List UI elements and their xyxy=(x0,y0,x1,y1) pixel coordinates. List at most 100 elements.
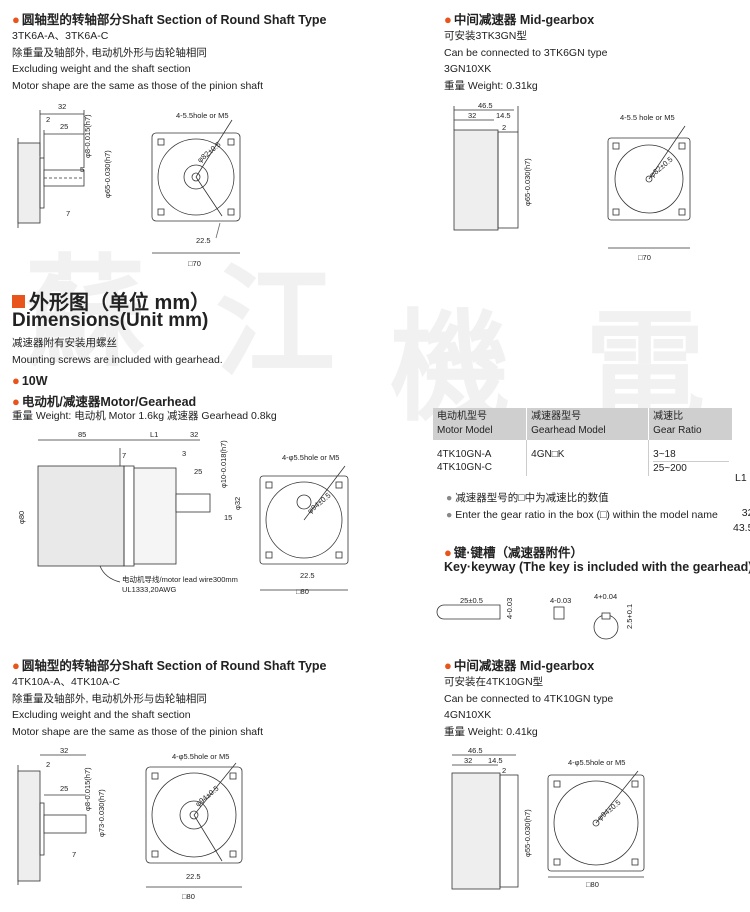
dim-14: 14.5 xyxy=(488,756,503,765)
dim-25: 25 xyxy=(194,467,202,476)
dimensions-title-cn: 外形图（单位 mm） xyxy=(12,286,210,315)
dim-3: 3 xyxy=(182,449,186,458)
l1-value-2: 43.5 xyxy=(733,522,750,534)
key-subtitle: Key·keyway (The key is included with the… xyxy=(444,560,750,574)
bottom-left-title: ●圆轴型的转轴部分Shaft Section of Round Shaft Ty… xyxy=(12,658,327,673)
motor-10w-drawing: 85 L1 32 7 3 25 15 φ80 φ10-0.018(h7) φ32… xyxy=(17,430,349,596)
bullet-icon: ● xyxy=(12,394,20,409)
motor-model-c: 4TK10GN-C xyxy=(437,462,493,473)
note-en-1: Excluding weight and the shaft section xyxy=(12,709,191,721)
dim-dia80: φ80 xyxy=(17,511,26,524)
bullet-icon: ● xyxy=(12,373,20,388)
dim-hole: 4-φ5.5hole or M5 xyxy=(568,758,625,767)
dim-7: 7 xyxy=(66,209,70,218)
key-length: 25±0.5 xyxy=(460,596,483,605)
key-title: ●键·键槽（减速器附件） xyxy=(444,545,584,560)
dim-25: 25 xyxy=(60,784,68,793)
bullet-icon: ● xyxy=(12,12,20,27)
key-width: 4-0.03 xyxy=(550,596,571,605)
note-en-1: Excluding weight and the shaft section xyxy=(12,63,191,75)
dimensions-note-cn: 减速器附有安装用螺丝 xyxy=(12,337,117,349)
dim-7: 7 xyxy=(72,850,76,859)
note-en-2: Motor shape are the same as those of the… xyxy=(12,725,263,738)
note-cn: 除重量及轴部外, 电动机外形与齿轮轴相同 xyxy=(12,692,207,705)
table-note-en: ● Enter the gear ratio in the box (□) wi… xyxy=(446,509,718,521)
dim-d32: φ32 xyxy=(233,497,242,510)
dim-angle: 22.5 xyxy=(300,571,315,580)
bullet-icon: ● xyxy=(444,658,452,673)
bottom-right-lines: 可安装在4TK10GN型 Can be connected to 4TK10GN… xyxy=(444,674,613,740)
dim-flange-dia: φ65-0.030(h7) xyxy=(523,158,532,206)
dim-size: □70 xyxy=(188,259,201,268)
gearbox-model: 4GN10XK xyxy=(444,709,492,721)
dim-circle: φ94±0.5 xyxy=(306,491,333,516)
dim-circle: φ94±0.5 xyxy=(596,798,623,823)
l1-values: 32 43.5 xyxy=(733,506,750,536)
dim-angle: 22.5 xyxy=(186,872,201,881)
keyway-width: 4+0.04 xyxy=(594,592,617,601)
top-left-title: ●圆轴型的转轴部分Shaft Section of Round Shaft Ty… xyxy=(12,12,327,27)
dim-hole: 4-φ5.5hole or M5 xyxy=(282,453,339,462)
square-icon xyxy=(12,295,25,308)
key-drawing: 25±0.5 4-0.03 4-0.03 4+0.04 2.5+0.1 xyxy=(436,592,634,640)
dim-flange-dia: φ73-0.030(h7) xyxy=(97,789,106,837)
gearhead-model: 4GN□K xyxy=(531,449,565,460)
model-line: 3TK6A-A、3TK6A-C xyxy=(12,30,109,42)
dim-size: □80 xyxy=(182,892,195,901)
bottom-left-lines: 4TK10A-A、4TK10A-C 除重量及轴部外, 电动机外形与齿轮轴相同 E… xyxy=(12,674,263,740)
top-left-drawing: 32 25 2 5 7 φ8-0.015(h7) φ65-0.030(h7) 4… xyxy=(17,102,241,268)
dim-flange-dia: φ65-0.030(h7) xyxy=(103,150,112,198)
dim-5: 5 xyxy=(80,165,84,174)
top-right-lines: 可安装3TK3GN型 Can be connected to 3TK6GN ty… xyxy=(444,28,607,94)
bullet-icon: ● xyxy=(12,658,20,673)
dim-32: 32 xyxy=(464,756,472,765)
top-right-drawing: 46.5 32 14.5 2 φ65-0.030(h7) 4-5.5 hole … xyxy=(453,101,691,262)
dimensions-title-en: Dimensions(Unit mm) xyxy=(12,310,209,331)
dim-size: □80 xyxy=(586,880,599,889)
dim-shaft-dia: φ8-0.015(h7) xyxy=(83,114,92,158)
connect-cn: 可安装3TK3GN型 xyxy=(444,30,527,42)
gearbox-weight: 重量 Weight: 0.41kg xyxy=(444,725,538,738)
dim-circle: φ82±0.5 xyxy=(196,140,223,165)
l1-label: L1 xyxy=(735,472,747,484)
dim-hole: 4-5.5 hole or M5 xyxy=(620,113,675,122)
dim-7: 7 xyxy=(122,451,126,460)
model-line: 4TK10A-A、4TK10A-C xyxy=(12,676,120,688)
gearbox-weight: 重量 Weight: 0.31kg xyxy=(444,79,538,92)
dim-2: 2 xyxy=(46,115,50,124)
dim-2: 2 xyxy=(502,766,506,775)
dim-shaft: φ10-0.018(h7) xyxy=(219,440,228,488)
dim-14: 14.5 xyxy=(496,111,511,120)
top-left-lines: 3TK6A-A、3TK6A-C 除重量及轴部外, 电动机外形与齿轮轴相同 Exc… xyxy=(12,28,263,94)
dim-46: 46.5 xyxy=(478,101,493,110)
lead-wire-spec: UL1333,20AWG xyxy=(122,585,177,594)
dim-85: 85 xyxy=(78,430,86,439)
l1-value-1: 32 xyxy=(741,507,750,519)
keyway-depth: 2.5+0.1 xyxy=(625,604,634,629)
dim-32: 32 xyxy=(468,111,476,120)
motor-gearhead-title: ●电动机/减速器Motor/Gearhead xyxy=(12,394,197,409)
power-label: ●10W xyxy=(12,373,48,388)
lead-wire: 电动机导线/motor lead wire300mm xyxy=(122,574,238,584)
dim-flange-dia: φ55-0.030(h7) xyxy=(523,809,532,857)
dim-2: 2 xyxy=(46,760,50,769)
dim-hole: 4-φ5.5hole or M5 xyxy=(172,752,229,761)
dim-32: 32 xyxy=(58,102,66,111)
dimensions-note-en: Mounting screws are included with gearhe… xyxy=(12,354,223,366)
dim-shaft-dia: φ8-0.015(h7) xyxy=(83,767,92,811)
dim-46: 46.5 xyxy=(468,746,483,755)
dim-32: 32 xyxy=(190,430,198,439)
bottom-left-drawing: 32 25 2 7 φ8-0.015(h7) φ73-0.030(h7) 4-φ… xyxy=(17,746,243,901)
dim-2: 2 xyxy=(502,123,506,132)
bullet-icon: ● xyxy=(444,12,452,27)
dim-circle: φ94±0.5 xyxy=(194,784,221,809)
dim-size: □80 xyxy=(296,587,309,596)
dim-l1: L1 xyxy=(150,430,158,439)
connect-en: Can be connected to 4TK10GN type xyxy=(444,692,614,705)
note-en-2: Motor shape are the same as those of the… xyxy=(12,79,263,92)
motor-weight: 重量 Weight: 电动机 Motor 1.6kg 减速器 Gearhead … xyxy=(12,410,277,422)
dim-25: 25 xyxy=(60,122,68,131)
